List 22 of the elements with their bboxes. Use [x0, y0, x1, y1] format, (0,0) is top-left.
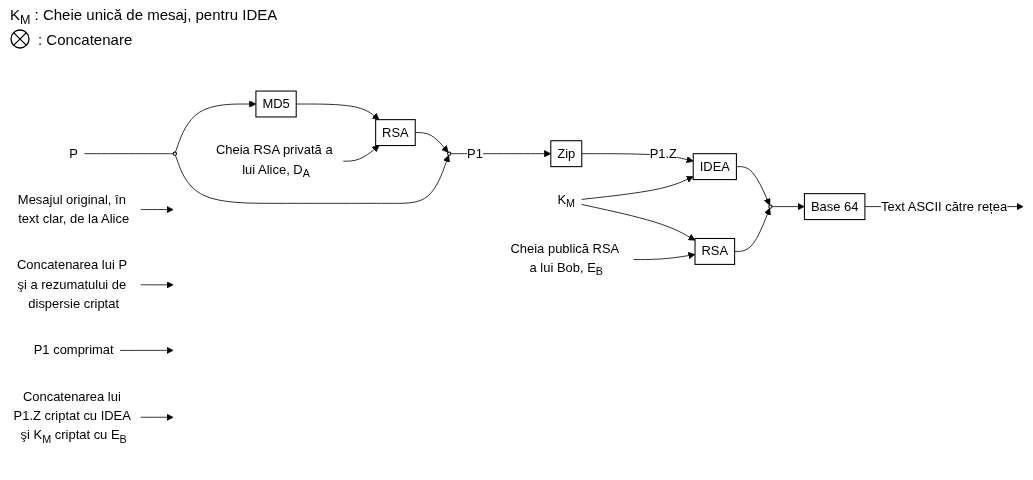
edge-label: Text ASCII către rețea [881, 199, 1008, 214]
node-text: P [69, 146, 78, 161]
node-circle [768, 204, 773, 209]
node-text: K$_{M}$ [557, 192, 576, 210]
node-box: IDEA [692, 153, 737, 181]
node-text: Cheia RSA privată a lui Alice, D$_{A}$ [215, 142, 333, 180]
node-text: Concatenarea lui P şi a rezumatului de dispersie criptat [16, 258, 127, 311]
node-circle [447, 151, 452, 156]
edge-label: P1 [467, 146, 483, 161]
edge-label: P1.Z [649, 146, 678, 161]
legend-text: : Concatenare [38, 30, 133, 48]
node-text: Cheia publică RSA a lui Bob, E$_{B}$ [510, 241, 619, 278]
node-box: RSA [375, 119, 416, 147]
node-box: RSA [694, 237, 736, 265]
node-text: Concatenarea lui P1.Z criptat cu IDEA şi K$_{M}$ criptat cu E$_{B}$ [13, 389, 131, 446]
node-circle [172, 151, 177, 156]
node-text: Mesajul original, în text clar, de la Alice [17, 192, 130, 226]
legend-note: K$_{M}$ : Cheie unică de mesaj, pentru IDEA [10, 6, 278, 27]
node-box: Zip [550, 140, 583, 168]
node-box: Base 64 [803, 193, 866, 221]
node-box: MD5 [255, 90, 297, 118]
node-text: P1 comprimat [33, 343, 114, 357]
